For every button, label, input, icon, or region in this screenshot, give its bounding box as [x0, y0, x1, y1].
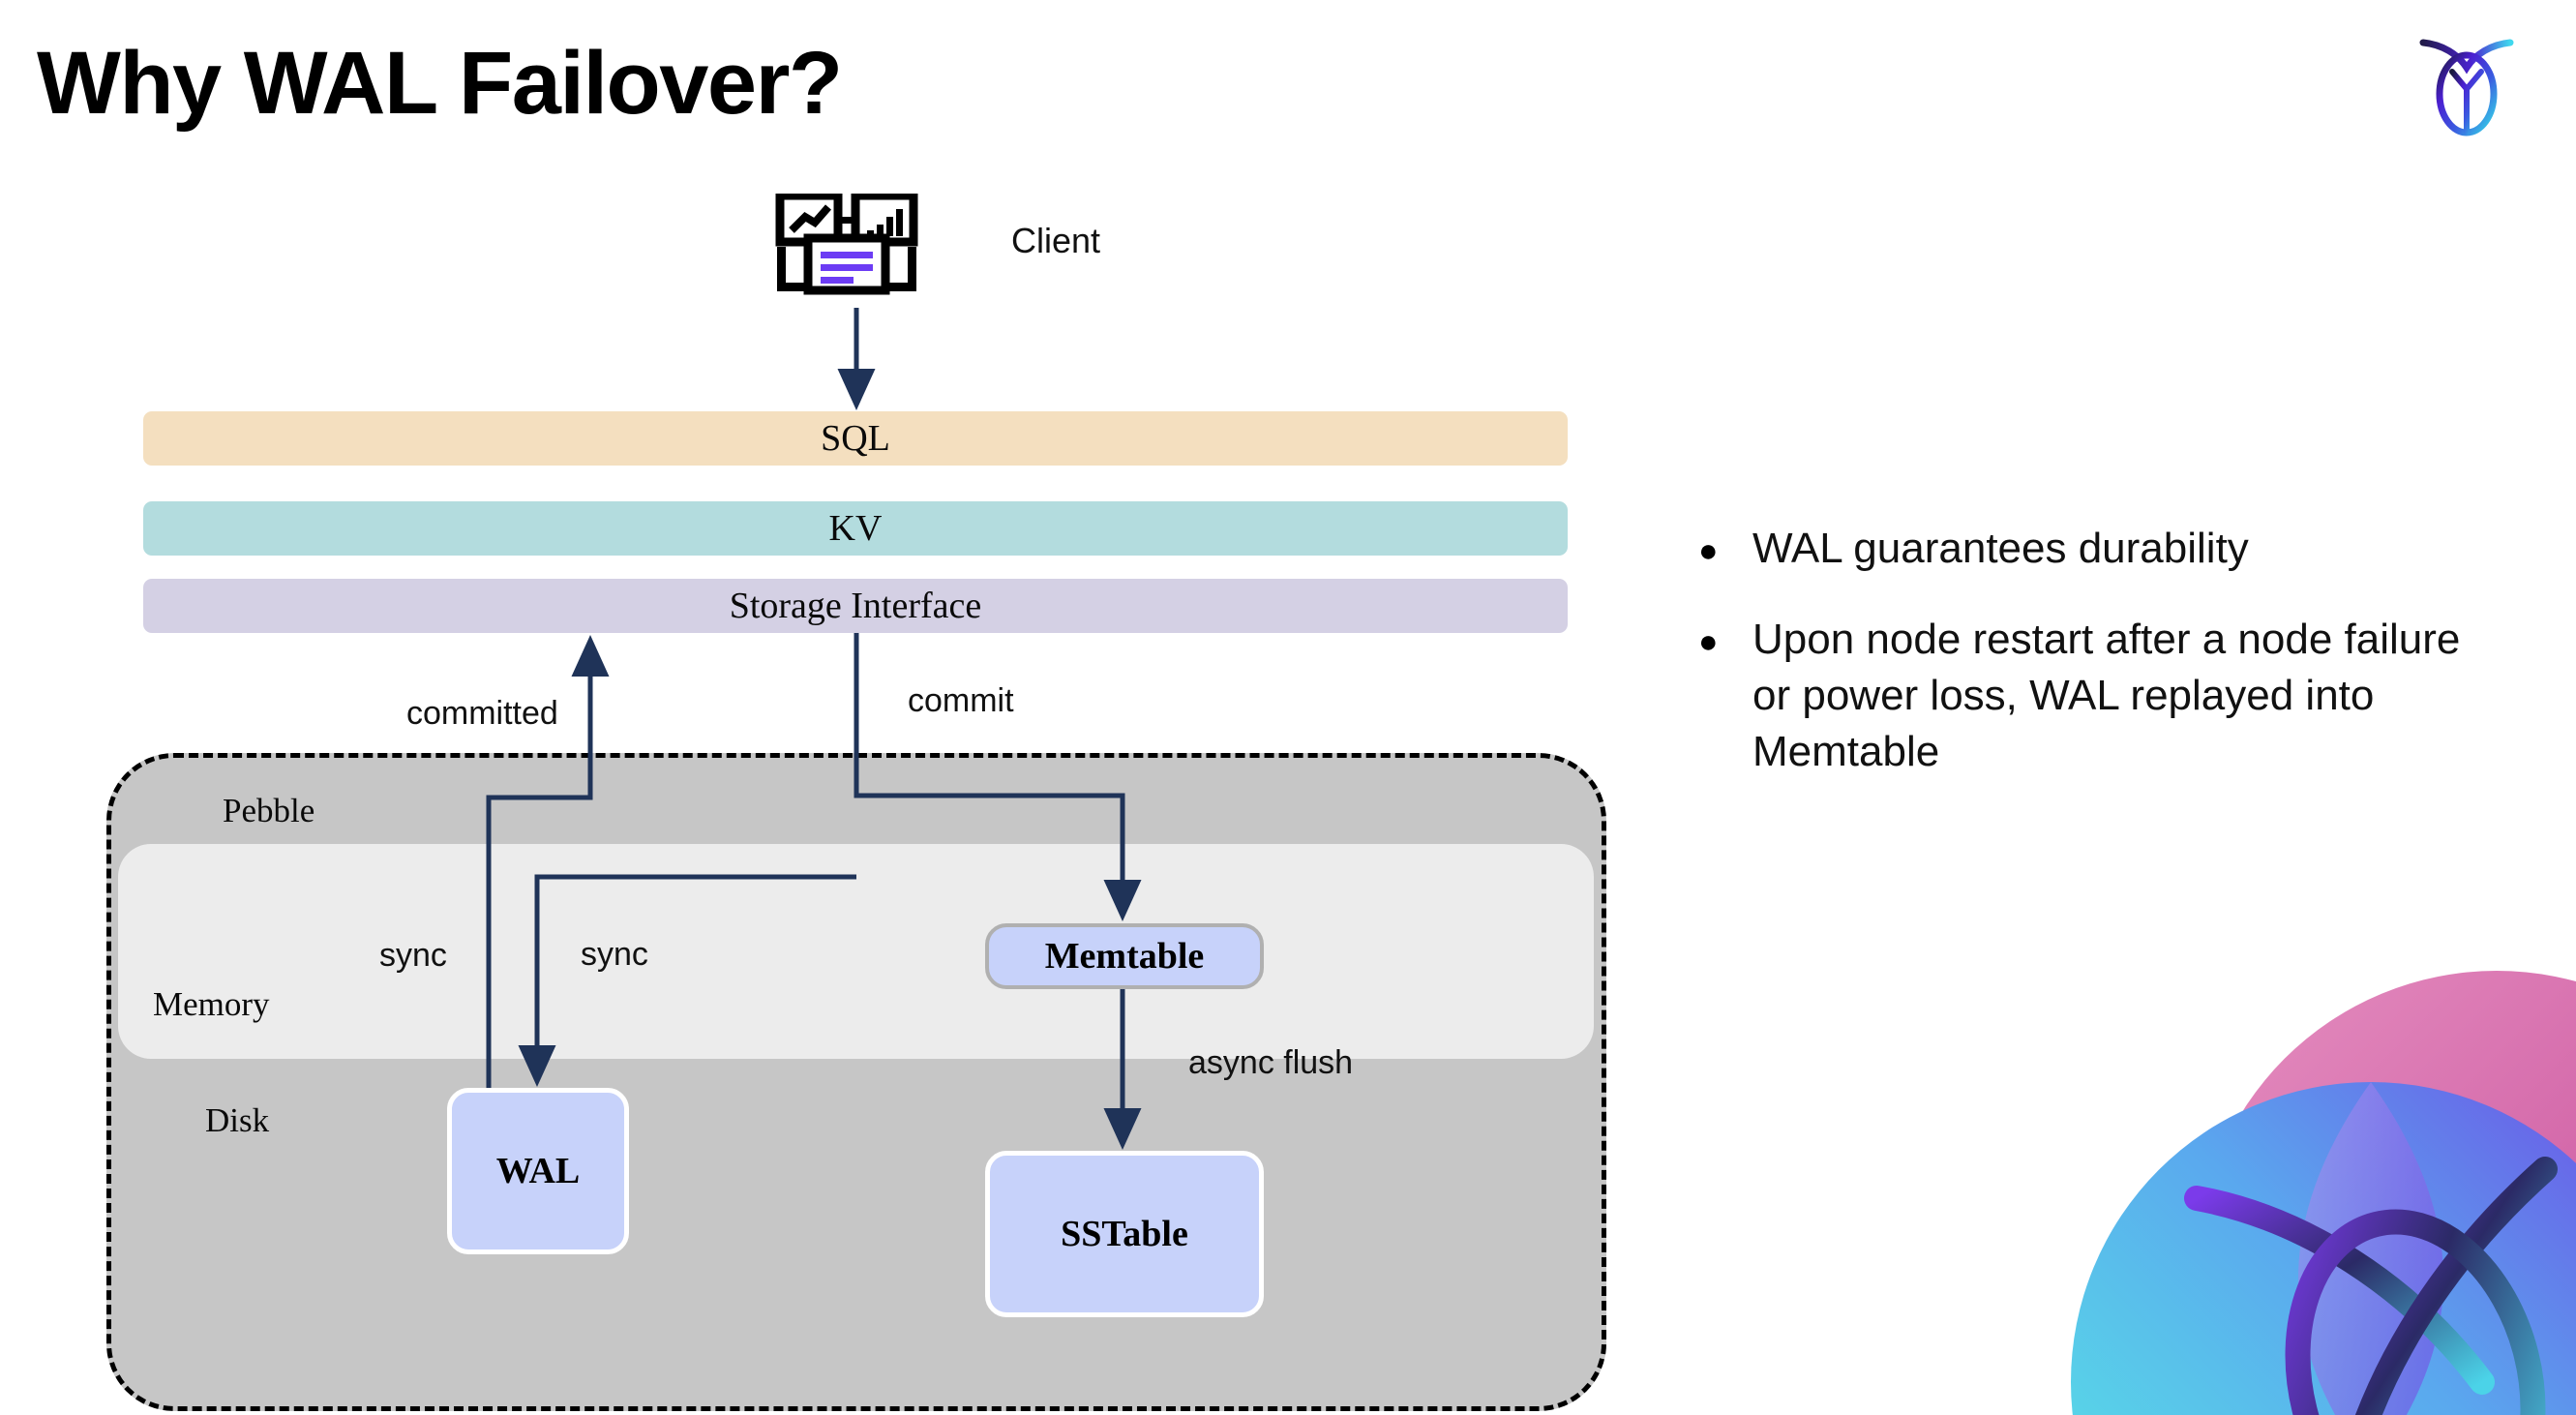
bullet-marker-icon: ● — [1698, 623, 1719, 661]
decorative-logo-artwork — [1955, 927, 2576, 1415]
node-memtable-label: Memtable — [1044, 936, 1205, 977]
memory-region — [118, 844, 1594, 1059]
bullet-panel: ● WAL guarantees durability ● Upon node … — [1698, 521, 2501, 815]
node-memtable[interactable]: Memtable — [985, 923, 1264, 989]
edge-label-async-flush: async flush — [1188, 1044, 1354, 1081]
pebble-label: Pebble — [223, 792, 315, 829]
list-item: ● Upon node restart after a node failure… — [1698, 612, 2501, 780]
edge-label-sync-left: sync — [379, 937, 447, 974]
client-label: Client — [1011, 221, 1101, 260]
node-wal-label: WAL — [495, 1151, 581, 1191]
disk-label: Disk — [205, 1101, 270, 1139]
node-sstable[interactable]: SSTable — [985, 1151, 1264, 1317]
bullet-text: Upon node restart after a node failure o… — [1752, 616, 2461, 776]
cockroachdb-logo-icon — [2404, 29, 2530, 145]
page-title: Why WAL Failover? — [37, 34, 843, 133]
memory-label: Memory — [153, 985, 270, 1023]
layer-label-storage: Storage Interface — [729, 586, 982, 626]
edge-label-sync-right: sync — [581, 936, 648, 973]
node-wal[interactable]: WAL — [447, 1088, 629, 1254]
bullet-text: WAL guarantees durability — [1752, 525, 2249, 572]
layer-label-kv: KV — [828, 508, 883, 549]
list-item: ● WAL guarantees durability — [1698, 521, 2501, 577]
layer-bar-sql: SQL — [143, 411, 1568, 466]
layer-label-sql: SQL — [821, 418, 890, 459]
bullet-marker-icon: ● — [1698, 532, 1719, 569]
layer-bar-storage: Storage Interface — [143, 579, 1568, 633]
node-sstable-label: SSTable — [1061, 1214, 1188, 1254]
client-dashboard-icon — [774, 191, 929, 310]
edge-label-commit: commit — [908, 682, 1014, 719]
edge-label-committed: committed — [406, 695, 558, 732]
layer-bar-kv: KV — [143, 501, 1568, 556]
